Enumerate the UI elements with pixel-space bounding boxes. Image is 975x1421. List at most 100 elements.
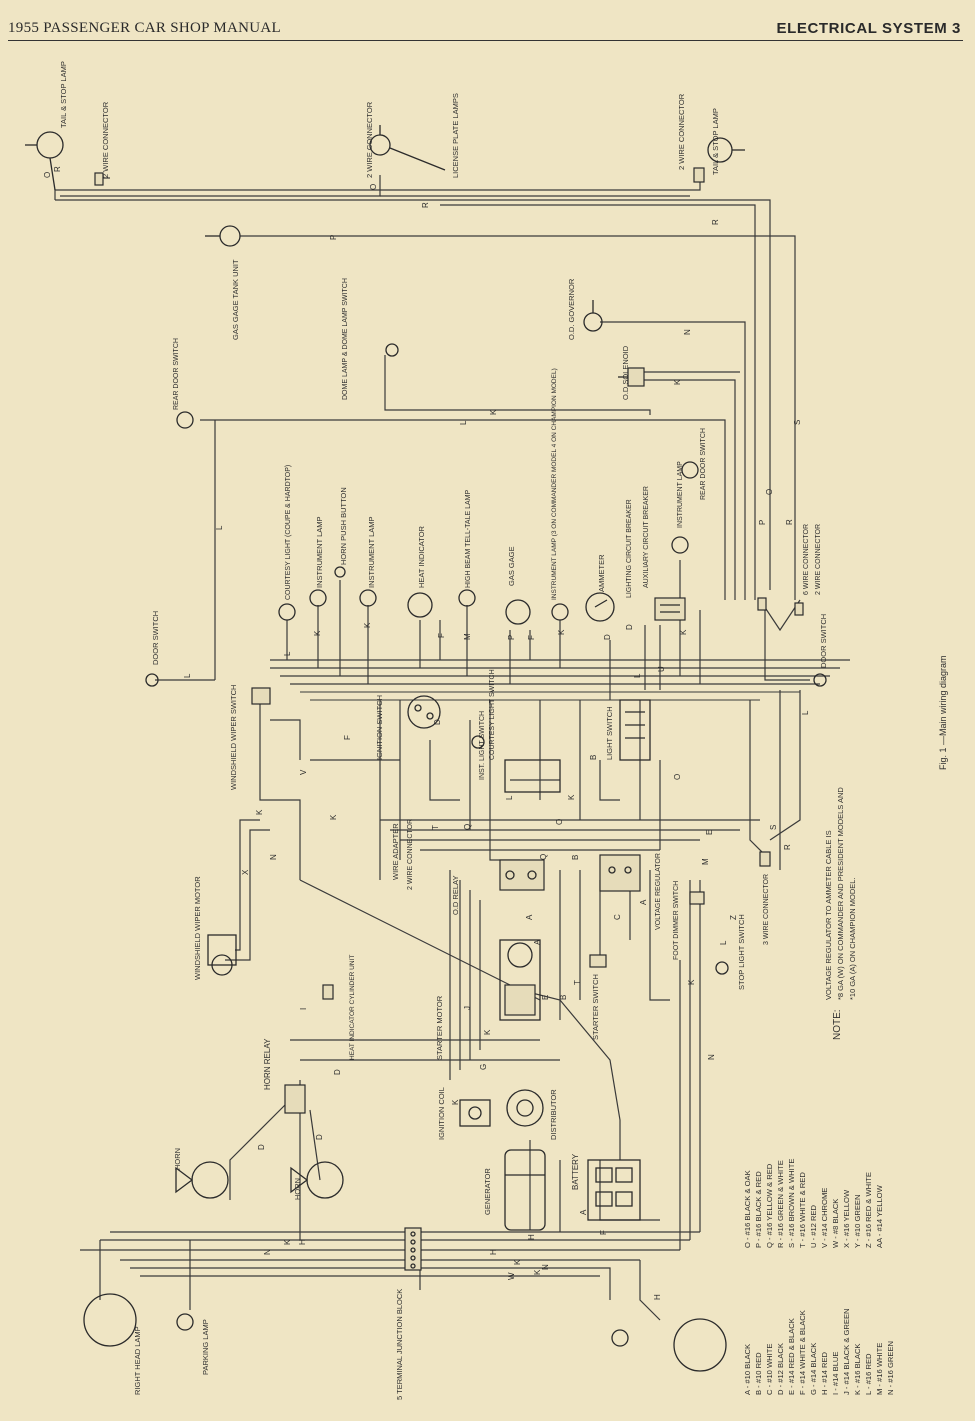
instrument-lamp-1	[309, 589, 327, 607]
wiring-note: NOTE: VOLTAGE REGULATOR TO AMMETER CABLE…	[824, 787, 857, 1040]
starter-switch	[589, 954, 607, 968]
label-instrument-lamp-1: INSTRUMENT LAMP	[315, 516, 324, 588]
svg-text:N: N	[683, 329, 692, 335]
label-high-beam: HIGH BEAM TELL-TALE LAMP	[465, 490, 472, 588]
label-rear-door-left: REAR DOOR SWITCH	[173, 338, 180, 410]
svg-text:A: A	[579, 1209, 588, 1215]
svg-text:W: W	[507, 1272, 516, 1280]
svg-text:K: K	[255, 809, 264, 815]
windshield-wiper-motor	[207, 934, 237, 976]
svg-text:R: R	[783, 844, 792, 850]
label-ammeter: AMMETER	[597, 554, 606, 592]
inst-light-switch-box	[504, 759, 561, 793]
svg-text:H: H	[298, 1239, 307, 1245]
svg-text:T: T	[573, 980, 582, 985]
horn-push-button	[334, 566, 346, 578]
note-line-3: *10 GA (A) ON CHAMPION MODEL.	[848, 877, 857, 1000]
heat-indicator-gauge	[407, 592, 433, 618]
label-6wire: 6 WIRE CONNECTOR	[803, 524, 810, 595]
legend-item: O - #16 BLACK & OAK	[743, 1170, 752, 1248]
label-2wire-relay: 2 WIRE CONNECTOR	[407, 819, 414, 890]
label-distributor: DISTRIBUTOR	[549, 1089, 558, 1140]
svg-text:S: S	[769, 825, 778, 830]
gas-gage-gauge	[505, 599, 531, 625]
label-horn-2: HORN	[293, 1178, 302, 1200]
instrument-lamp-2	[359, 589, 377, 607]
legend-item: P - #16 BLACK & RED	[754, 1171, 763, 1248]
svg-text:K: K	[567, 794, 576, 800]
svg-text:L: L	[459, 420, 468, 425]
label-instrument-lamp-2: INSTRUMENT LAMP	[367, 516, 376, 588]
manual-title: 1955 PASSENGER CAR SHOP MANUAL	[8, 20, 281, 36]
svg-text:M: M	[463, 633, 472, 640]
svg-text:G: G	[479, 1064, 488, 1070]
label-gas-gage: GAS GAGE	[507, 546, 516, 586]
legend-item: N - #16 GREEN	[886, 1341, 895, 1395]
svg-text:R: R	[785, 519, 794, 525]
svg-text:F: F	[599, 1230, 608, 1235]
svg-text:Q: Q	[539, 854, 548, 860]
label-horn-push: HORN PUSH BUTTON	[339, 487, 348, 565]
legend-item: L - #16 RED	[864, 1353, 873, 1395]
svg-text:N: N	[269, 854, 278, 860]
svg-text:X: X	[241, 869, 250, 875]
label-rear-door-right: REAR DOOR SWITCH	[700, 428, 707, 500]
svg-text:L: L	[183, 673, 192, 678]
instrument-lamp-model	[551, 603, 569, 621]
legend-item: Z - #16 RED & WHITE	[864, 1172, 873, 1248]
svg-text:O: O	[555, 819, 564, 825]
svg-text:U: U	[657, 666, 666, 672]
foot-dimmer-switch	[689, 891, 705, 905]
label-door-switch-right: DOOR SWITCH	[819, 614, 828, 668]
legend-item: AA - #14 YELLOW	[875, 1184, 884, 1248]
section-title: ELECTRICAL SYSTEM 3	[776, 20, 961, 37]
od-relay	[499, 859, 545, 891]
svg-text:O: O	[369, 184, 378, 190]
label-light-switch: LIGHT SWITCH	[605, 706, 614, 760]
label-gas-tank: GAS GAGE TANK UNIT	[231, 259, 240, 340]
svg-text:E: E	[705, 830, 714, 835]
horn-relay	[284, 1084, 306, 1114]
svg-text:P: P	[329, 235, 338, 240]
label-dome-lamp: DOME LAMP & DOME LAMP SWITCH	[342, 278, 349, 400]
legend-item: R - #16 GREEN & WHITE	[776, 1160, 785, 1248]
label-junction-block: 5 TERMINAL JUNCTION BLOCK	[395, 1289, 404, 1400]
svg-text:K: K	[673, 379, 682, 385]
svg-text:K: K	[451, 1099, 460, 1105]
legend-item: D - #12 BLACK	[776, 1343, 785, 1395]
svg-text:B: B	[589, 755, 598, 760]
right-head-lamp	[83, 1293, 137, 1347]
label-inst-light-switch: INST. LIGHT SWITCH	[479, 711, 486, 780]
gas-gage-tank-unit	[205, 225, 241, 247]
voltage-regulator	[599, 854, 641, 892]
parking-lamp	[176, 1313, 194, 1331]
svg-text:K: K	[687, 979, 696, 985]
ignition-switch	[407, 695, 441, 729]
svg-text:D: D	[433, 719, 442, 725]
svg-text:K: K	[533, 1269, 542, 1275]
svg-text:J: J	[463, 1006, 472, 1010]
courtesy-light	[278, 603, 296, 621]
wire-harness	[54, 175, 850, 1321]
svg-text:I: I	[299, 1008, 308, 1010]
note-line-1: VOLTAGE REGULATOR TO AMMETER CABLE IS	[824, 830, 833, 1000]
instrument-lamp-right	[671, 536, 689, 554]
label-horn-1: HORN	[173, 1148, 182, 1170]
svg-text:R: R	[421, 202, 430, 208]
three-wire-connector	[759, 851, 771, 867]
svg-text:O: O	[43, 172, 52, 178]
svg-text:K: K	[483, 1029, 492, 1035]
svg-text:A: A	[639, 899, 648, 905]
label-aux-breaker: AUXILIARY CIRCUIT BREAKER	[643, 486, 650, 588]
legend-item: Q - #16 YELLOW & RED	[765, 1163, 774, 1248]
svg-text:L: L	[283, 651, 292, 656]
horn-left	[175, 1161, 229, 1199]
starter-motor	[499, 939, 541, 1021]
label-lighting-breaker: LIGHTING CIRCUIT BREAKER	[626, 499, 633, 598]
svg-text:D: D	[257, 1144, 266, 1150]
horn-right	[290, 1161, 344, 1199]
od-solenoid	[618, 367, 645, 387]
legend-item: I - #14 BLUE	[831, 1352, 840, 1395]
svg-text:B: B	[559, 995, 568, 1000]
